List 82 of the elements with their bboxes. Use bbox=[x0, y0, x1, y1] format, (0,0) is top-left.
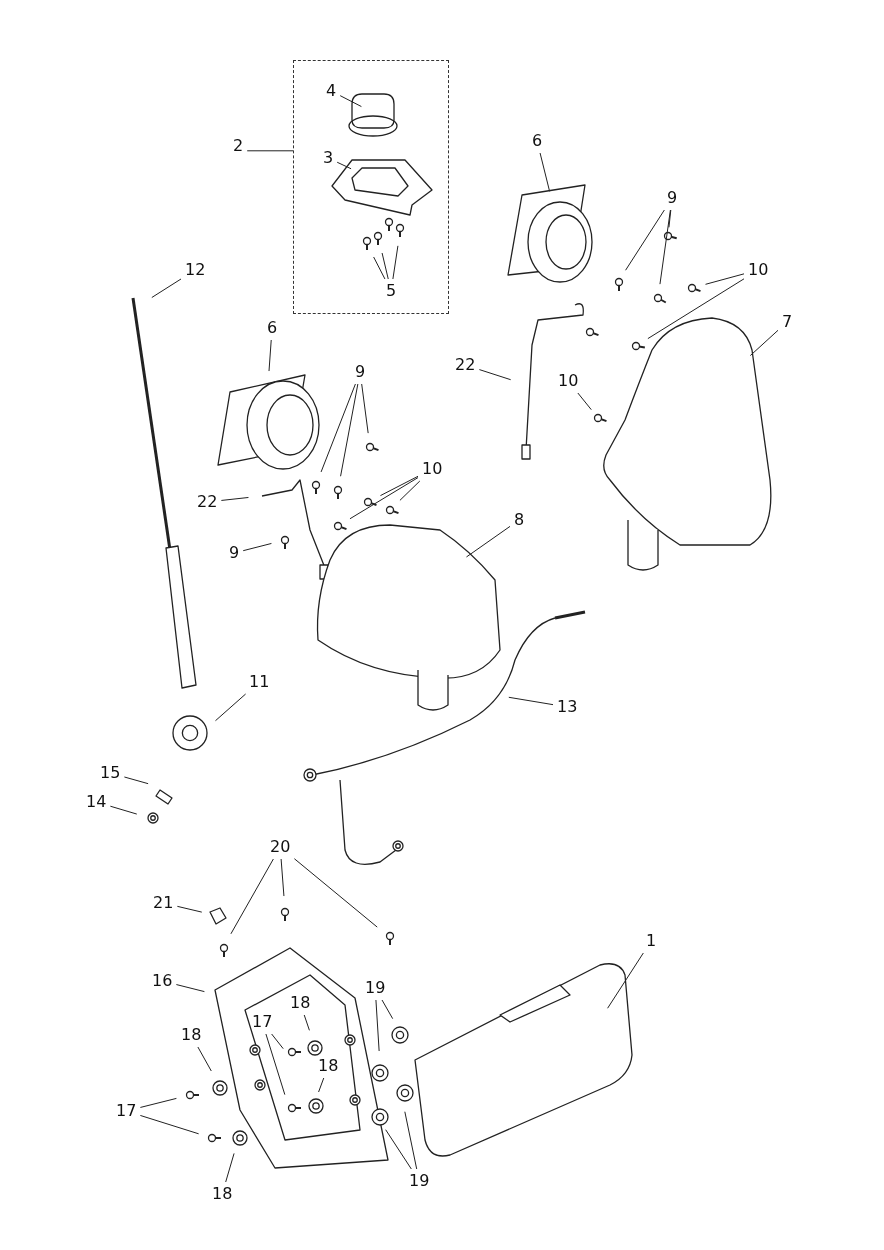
callout-number: 9 bbox=[667, 189, 678, 207]
callout-number: 18 bbox=[318, 1057, 339, 1075]
leader-line bbox=[123, 776, 149, 785]
callout-number: 10 bbox=[748, 261, 769, 279]
callout-number: 12 bbox=[185, 261, 206, 279]
leader-line bbox=[175, 984, 205, 993]
callout-number: 9 bbox=[229, 544, 240, 562]
leader-line bbox=[749, 329, 779, 357]
callout-number: 11 bbox=[249, 673, 270, 691]
callout-number: 17 bbox=[116, 1102, 137, 1120]
leader-line bbox=[607, 952, 644, 1009]
leader-line bbox=[340, 383, 359, 477]
callout-number: 5 bbox=[386, 282, 397, 300]
leader-line bbox=[399, 480, 421, 501]
leader-line bbox=[336, 161, 352, 170]
callout-number: 22 bbox=[455, 356, 476, 374]
callout-number: 2 bbox=[233, 137, 244, 155]
leader-line bbox=[373, 256, 386, 280]
callout-number: 7 bbox=[782, 313, 793, 331]
leader-line bbox=[265, 1033, 286, 1096]
callout-number: 13 bbox=[557, 698, 578, 716]
callout-number: 20 bbox=[270, 838, 291, 856]
leader-line bbox=[478, 369, 512, 381]
leader-line bbox=[230, 858, 274, 935]
leader-line bbox=[508, 696, 554, 706]
leader-line bbox=[465, 525, 511, 558]
leader-line bbox=[320, 383, 356, 473]
leader-line bbox=[375, 999, 380, 1052]
leader-line bbox=[318, 1077, 325, 1093]
leader-line bbox=[659, 209, 671, 285]
leader-line bbox=[139, 1114, 200, 1135]
leader-line bbox=[139, 1097, 177, 1108]
leader-line bbox=[625, 209, 665, 271]
leader-line bbox=[220, 497, 249, 501]
leader-line bbox=[280, 858, 285, 897]
leader-line bbox=[339, 95, 362, 108]
callout-number: 21 bbox=[153, 894, 174, 912]
callout-number: 19 bbox=[409, 1172, 430, 1190]
leader-line bbox=[215, 693, 247, 722]
leader-line bbox=[705, 273, 745, 285]
parts-group-outline bbox=[293, 60, 449, 314]
leader-line bbox=[361, 383, 369, 434]
leader-line bbox=[385, 1129, 412, 1170]
leader-line bbox=[577, 392, 592, 411]
leader-line bbox=[293, 858, 378, 928]
callout-number: 15 bbox=[100, 764, 121, 782]
callout-number: 18 bbox=[290, 994, 311, 1012]
callout-number: 17 bbox=[252, 1013, 273, 1031]
callout-number: 18 bbox=[181, 1026, 202, 1044]
callout-number: 10 bbox=[558, 372, 579, 390]
leader-line bbox=[392, 245, 399, 280]
leader-line bbox=[379, 475, 419, 497]
callout-number: 14 bbox=[86, 793, 107, 811]
callout-number: 1 bbox=[646, 932, 657, 950]
leader-line bbox=[246, 150, 294, 152]
leader-line bbox=[381, 252, 389, 280]
callout-number: 6 bbox=[532, 132, 543, 150]
leader-line bbox=[668, 209, 672, 228]
leader-line bbox=[225, 1152, 235, 1183]
leader-line bbox=[303, 1014, 310, 1031]
callout-number: 16 bbox=[152, 972, 173, 990]
callout-number: 10 bbox=[422, 460, 443, 478]
leader-line bbox=[151, 278, 182, 298]
callout-number: 4 bbox=[326, 82, 337, 100]
leader-line bbox=[242, 542, 272, 552]
leader-line bbox=[404, 1111, 418, 1170]
leader-line bbox=[176, 905, 203, 913]
callout-number: 3 bbox=[323, 149, 334, 167]
callout-number: 19 bbox=[365, 979, 386, 997]
leader-line bbox=[381, 999, 394, 1020]
leader-line bbox=[109, 805, 138, 815]
callout-number: 18 bbox=[212, 1185, 233, 1203]
leader-line bbox=[271, 1033, 284, 1050]
callout-number: 6 bbox=[267, 319, 278, 337]
callout-number: 9 bbox=[355, 363, 366, 381]
leader-line bbox=[539, 152, 551, 192]
leader-line bbox=[197, 1046, 212, 1072]
leader-line bbox=[647, 278, 745, 340]
callout-number: 22 bbox=[197, 493, 218, 511]
leader-line bbox=[268, 339, 272, 372]
callout-number: 8 bbox=[514, 511, 525, 529]
leader-line bbox=[349, 477, 419, 520]
